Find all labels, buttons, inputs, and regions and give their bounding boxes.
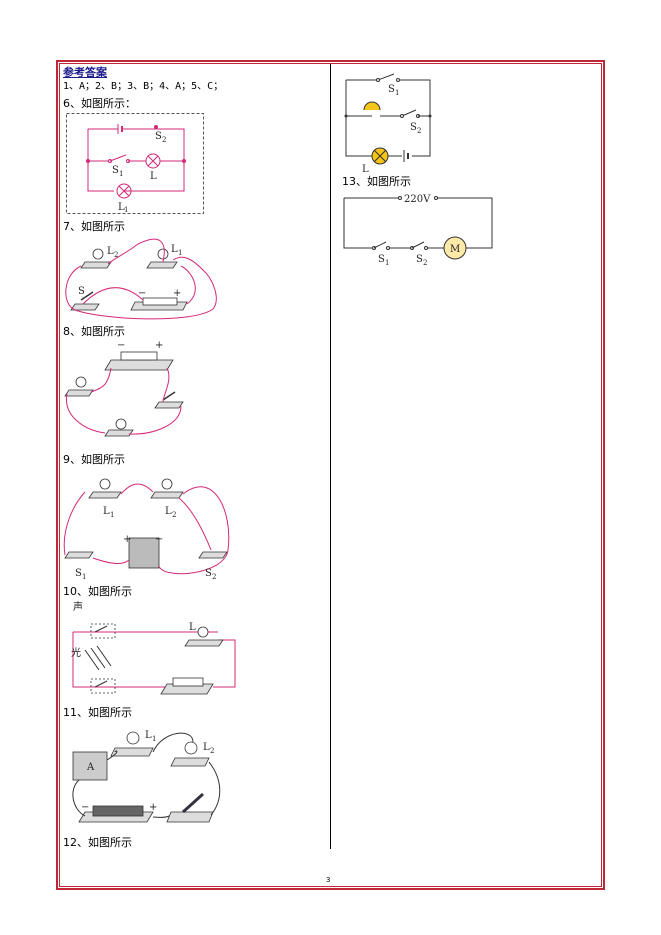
fig10-label-l: L: [189, 622, 196, 633]
fig10-label-light: 光: [71, 646, 81, 659]
fig12-label-s2: S: [410, 122, 417, 133]
fig7-wiring-diagram: L 2 L 1 S − +: [65, 238, 217, 320]
fig11-label-l1: L: [145, 730, 152, 741]
fig12-circuit-diagram: S 1 S 2 L: [344, 73, 432, 175]
fig7-label-minus: −: [138, 288, 146, 299]
fig12-label-s1-sub: 1: [395, 89, 399, 97]
fig9-label-l2-sub: 2: [172, 511, 176, 519]
fig8-label-minus: −: [117, 340, 125, 351]
caption-q6: 6、如图所示：: [63, 97, 136, 110]
fig10-label-sound: 声: [73, 600, 83, 613]
fig10-sound-light-switch-diagram: 声 光 L: [71, 600, 236, 695]
fig11-label-ammeter: A: [86, 762, 95, 773]
fig6-label-s1-sub: 1: [119, 170, 123, 178]
fig6-circuit-diagram: S 2 S 1 L L 1: [66, 113, 204, 214]
fig11-label-l2-sub: 2: [210, 747, 214, 755]
answers-heading: 参考答案: [63, 66, 107, 79]
fig11-label-l1-sub: 1: [152, 735, 156, 743]
fig11-label-minus: −: [81, 802, 89, 813]
fig9-label-l2: L: [165, 506, 172, 517]
fig8-wiring-diagram: − +: [64, 340, 184, 437]
fig11-label-l2: L: [203, 742, 210, 753]
fig9-label-s1-sub: 1: [82, 573, 86, 581]
caption-q13: 13、如图所示: [342, 175, 411, 188]
page-number: 3: [326, 876, 331, 884]
caption-q12: 12、如图所示: [63, 836, 132, 849]
fig9-label-l1: L: [103, 506, 110, 517]
fig7-label-s: S: [78, 286, 85, 297]
fig6-label-s2: S: [155, 131, 162, 142]
fig9-wiring-diagram: L 1 L 2 S 1 S 2 + −: [63, 478, 230, 581]
fig11-ammeter-wiring-diagram: A L 1 L 2 − +: [72, 730, 221, 823]
fig6-label-s2-sub: 2: [162, 136, 166, 144]
fig13-label-voltage: 220V: [404, 194, 431, 205]
caption-q7: 7、如图所示: [63, 220, 125, 233]
fig8-label-plus: +: [155, 340, 163, 351]
fig13-label-s1-sub: 1: [385, 259, 389, 267]
fig6-label-s1: S: [112, 165, 119, 176]
fig7-label-l1-sub: 1: [178, 249, 182, 257]
caption-q9: 9、如图所示: [63, 453, 125, 466]
fig7-label-l2-sub: 2: [114, 251, 118, 259]
fig11-label-plus: +: [149, 802, 157, 813]
fig12-label-l: L: [362, 164, 369, 175]
caption-q11: 11、如图所示: [63, 706, 132, 719]
caption-q8: 8、如图所示: [63, 325, 125, 338]
fig13-label-s2: S: [416, 254, 423, 265]
fig6-label-l: L: [150, 171, 157, 182]
fig9-label-l1-sub: 1: [110, 511, 114, 519]
fig13-motor-circuit-diagram: 220V S 1 S 2 M: [343, 194, 493, 267]
fig13-label-s1: S: [378, 254, 385, 265]
fig6-label-l1: L: [118, 202, 125, 213]
column-divider: [330, 64, 331, 849]
page-frame-outer: [56, 60, 605, 890]
fig9-label-s2-sub: 2: [212, 573, 216, 581]
fig7-label-plus: +: [173, 288, 181, 299]
fig9-label-plus: +: [123, 534, 131, 545]
caption-q10: 10、如图所示: [63, 585, 132, 598]
fig13-label-s2-sub: 2: [423, 259, 427, 267]
fig6-label-l1-sub: 1: [124, 206, 128, 214]
fig12-label-s1: S: [388, 84, 395, 95]
fig7-label-l1: L: [171, 244, 178, 255]
fig13-label-motor: M: [450, 244, 460, 255]
fig9-label-minus: −: [155, 534, 163, 545]
fig12-label-s2-sub: 2: [417, 127, 421, 135]
answers-line: 1、A；2、B；3、B；4、A；5、C；: [63, 81, 224, 92]
page-frame-inner: [59, 63, 602, 887]
fig7-label-l2: L: [107, 246, 114, 257]
fig9-label-s2: S: [205, 568, 212, 579]
fig9-label-s1: S: [75, 568, 82, 579]
